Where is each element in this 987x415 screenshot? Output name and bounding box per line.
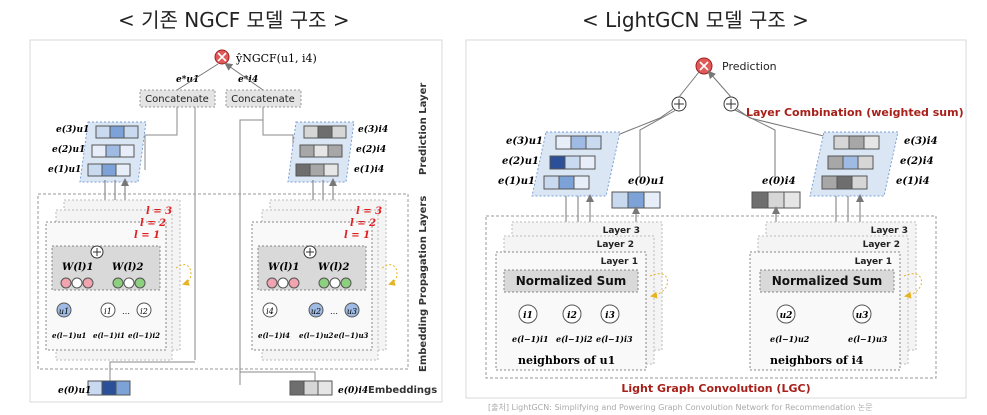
lightgcn-user-node-label-2: e(l−1)i3 [596, 334, 633, 344]
ngcf-title: < 기존 NGCF 모델 구조 > [118, 8, 350, 32]
ngcf-user-embedding-stack [79, 121, 147, 183]
lightgcn-user-layer3: Layer 3 [603, 226, 640, 236]
ngcf-user-l2: l = 2 [140, 218, 166, 229]
lightgcn-item-e1: e(1)i4 [896, 176, 930, 187]
ngcf-item-l1: l = 1 [344, 230, 370, 241]
ngcf-item-embedding-stack [287, 121, 355, 183]
lightgcn-item-normalized-sum: Normalized Sum [772, 274, 883, 288]
lightgcn-user-e0-embedding [611, 191, 661, 209]
lightgcn-lgc-container [485, 215, 937, 379]
lightgcn-neighbors-left: neighbors of u1 [518, 354, 615, 367]
lightgcn-panel: Prediction Layer Combination (weighted s… [465, 39, 967, 399]
ngcf-panel: ŷNGCF(u1, i4) e*u1 e*i4 Concatenate Conc… [29, 39, 443, 403]
ngcf-prediction-layer-label: Prediction Layer [418, 83, 429, 175]
ngcf-user-w2: W(l)2 [112, 262, 143, 273]
ngcf-user-l3: l = 3 [146, 206, 172, 217]
lightgcn-title: < LightGCN 모델 구조 > [582, 8, 809, 32]
lightgcn-item-embedding-stack [809, 131, 899, 197]
ngcf-item-propagation [251, 199, 387, 361]
lightgcn-user-node-0: i1 [523, 311, 533, 321]
lightgcn-layer-combination-label: Layer Combination (weighted sum) [746, 106, 964, 119]
ngcf-item-node-0: i4 [266, 307, 274, 316]
ngcf-item-e2: e(2)i4 [356, 144, 386, 155]
ngcf-prediction-label: ŷNGCF(u1, i4) [235, 52, 317, 65]
lightgcn-user-node-label-0: e(l−1)i1 [512, 334, 549, 344]
lightgcn-item-e3: e(3)i4 [904, 136, 938, 147]
lightgcn-user-node-label-1: e(l−1)i2 [556, 334, 593, 344]
ngcf-user-w1: W(l)1 [62, 262, 93, 273]
ngcf-item-w1: W(l)1 [268, 262, 299, 273]
lightgcn-user-layer1: Layer 1 [601, 257, 638, 267]
ngcf-embeddings-label: Embeddings [368, 385, 437, 396]
ngcf-item-node-label-1: e(l−1)u2 [299, 331, 334, 340]
lightgcn-item-layer2: Layer 2 [863, 240, 900, 250]
lightgcn-item-node-0: u2 [780, 311, 793, 321]
lightgcn-user-e2: e(2)u1 [502, 156, 539, 167]
ngcf-item-l3: l = 3 [356, 206, 382, 217]
lightgcn-user-node-2: i3 [605, 311, 615, 321]
lightgcn-sum-right [723, 96, 739, 112]
ngcf-user-e0: e(0)u1 [58, 385, 91, 396]
lightgcn-item-node-label-1: e(l−1)u3 [848, 334, 888, 344]
lightgcn-item-layer3: Layer 3 [871, 226, 908, 236]
ngcf-user-e1: e(1)u1 [48, 164, 81, 175]
ngcf-item-l2: l = 2 [350, 218, 376, 229]
lightgcn-item-e2: e(2)i4 [900, 156, 934, 167]
lightgcn-item-layers [749, 221, 917, 371]
ngcf-user-l1: l = 1 [134, 230, 160, 241]
ngcf-user-propagation [45, 199, 181, 361]
ngcf-user-e2: e(2)u1 [52, 144, 85, 155]
lightgcn-user-normalized-sum: Normalized Sum [516, 274, 627, 288]
ngcf-user-node-2: … [122, 307, 130, 316]
lightgcn-lgc-label: Light Graph Convolution (LGC) [621, 382, 810, 395]
ngcf-item-base-embedding [289, 380, 333, 396]
ngcf-user-node-label-1: e(l−1)i1 [93, 331, 125, 340]
ngcf-item-w2: W(l)2 [318, 262, 349, 273]
lightgcn-item-e0: e(0)i4 [762, 176, 796, 187]
source-caption: [출처] LightGCN: Simplifying and Powering … [488, 403, 873, 412]
lightgcn-user-embedding-stack [531, 131, 621, 197]
lightgcn-user-e3: e(3)u1 [506, 136, 543, 147]
ngcf-item-e1: e(1)i4 [354, 164, 384, 175]
ngcf-user-node-0: u1 [59, 307, 69, 316]
ngcf-user-node-3: i2 [140, 307, 148, 316]
ngcf-item-e3: e(3)i4 [358, 124, 388, 135]
ngcf-user-node-label-0: e(l−1)u1 [52, 331, 86, 340]
ngcf-user-base-embedding [87, 380, 131, 396]
ngcf-item-node-3: u3 [347, 307, 357, 316]
lightgcn-user-node-1: i2 [567, 311, 577, 321]
ngcf-item-node-label-0: e(l−1)i4 [258, 331, 290, 340]
ngcf-prediction-node [214, 49, 230, 65]
lightgcn-user-layers [495, 221, 663, 371]
ngcf-concat-left-label: Concatenate [145, 94, 209, 105]
lightgcn-item-node-1: u3 [856, 311, 869, 321]
lightgcn-user-e0: e(0)u1 [628, 176, 665, 187]
lightgcn-sum-left [671, 96, 687, 112]
lightgcn-neighbors-right: neighbors of i4 [770, 354, 864, 367]
ngcf-e-star-u: e*u1 [176, 75, 199, 85]
ngcf-propagation-layers-label: Embedding Propagation Layers [418, 196, 429, 372]
ngcf-propagation-container [37, 193, 409, 370]
lightgcn-prediction-node [695, 57, 713, 75]
lightgcn-prediction-label: Prediction [722, 60, 777, 73]
ngcf-user-e3: e(3)u1 [56, 124, 89, 135]
ngcf-item-node-2: … [330, 307, 338, 316]
ngcf-concat-right-label: Concatenate [231, 94, 295, 105]
lightgcn-user-layer2: Layer 2 [597, 240, 634, 250]
ngcf-item-node-label-2: e(l−1)u3 [334, 331, 369, 340]
ngcf-user-node-1: i1 [104, 307, 112, 316]
ngcf-item-e0: e(0)i4 [338, 385, 368, 396]
lightgcn-item-node-label-0: e(l−1)u2 [770, 334, 810, 344]
lightgcn-user-e1: e(1)u1 [498, 176, 535, 187]
ngcf-user-node-label-2: e(l−1)i2 [128, 331, 160, 340]
ngcf-item-node-1: u2 [311, 307, 321, 316]
lightgcn-item-e0-embedding [751, 191, 801, 209]
lightgcn-item-layer1: Layer 1 [855, 257, 892, 267]
